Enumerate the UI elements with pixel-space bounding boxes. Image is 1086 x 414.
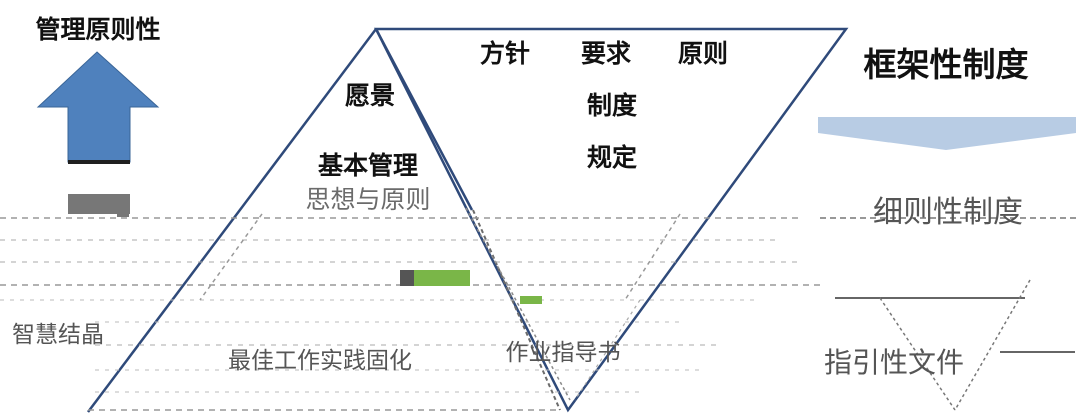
green-small-bar (520, 296, 542, 304)
down-arrow-icon (818, 117, 1076, 150)
dashed-diagonals (199, 213, 681, 401)
label-best-practice: 最佳工作实践固化 (228, 348, 412, 374)
label-basic-mgmt-1: 基本管理 (318, 151, 418, 180)
right-inverted-triangle (820, 217, 1076, 411)
label-left-partial: 智慧结晶 (12, 322, 104, 348)
label-regulation: 规定 (587, 143, 637, 172)
up-arrow-icon (36, 51, 160, 164)
label-basic-mgmt-2: 思想与原则 (305, 185, 430, 214)
label-principle: 原则 (678, 39, 728, 68)
label-top-left: 管理原则性 (35, 15, 160, 44)
label-requirement: 要求 (581, 39, 631, 68)
label-work-guide: 作业指导书 (506, 340, 621, 366)
label-guiding-doc: 指引性文件 (824, 346, 964, 379)
label-system: 制度 (587, 91, 637, 120)
grey-block-small (117, 212, 129, 217)
dashed-bands (0, 217, 820, 411)
grey-connector (400, 270, 418, 286)
label-vision: 愿景 (345, 81, 395, 110)
label-detail-system: 细则性制度 (873, 195, 1023, 230)
label-framework: 框架性制度 (864, 45, 1029, 84)
label-policy: 方针 (480, 39, 530, 68)
grey-block (68, 194, 130, 214)
upright-triangle (87, 28, 571, 413)
green-connector (414, 270, 470, 286)
